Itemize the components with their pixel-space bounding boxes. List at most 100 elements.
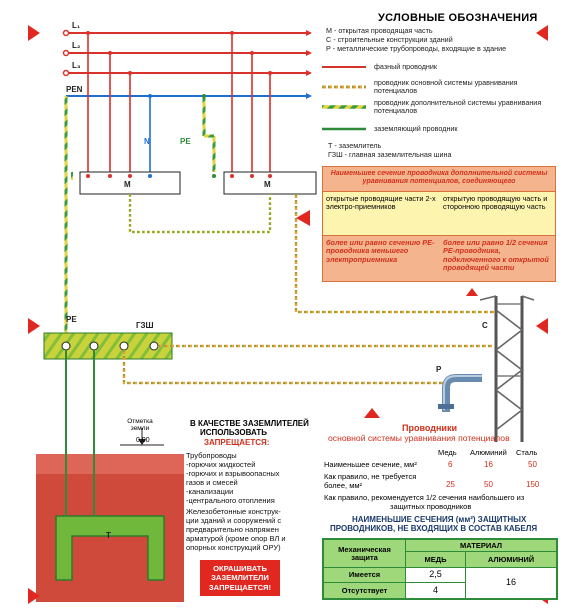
node-m1-n: [148, 94, 152, 98]
prohibited-item: арматурой (кроме опор ВЛ и: [186, 534, 286, 543]
section-table-header: Наименьшее сечение проводника дополнител…: [322, 166, 556, 192]
prohibited-item: ции зданий и сооружений с: [186, 516, 282, 525]
prohibited-title-3: ЗАПРЕЩАЕТСЯ:: [204, 438, 270, 447]
pen-label: PEN: [66, 85, 83, 94]
metal-pipe: [442, 374, 482, 412]
grounding-electrode: [55, 515, 165, 581]
section-cell-2: открытую проводящую часть и сторонною пр…: [440, 192, 556, 236]
row2-steel: 150: [526, 480, 540, 489]
legend-def-gzsh: ГЗШ - главная заземлительная шина: [328, 150, 452, 159]
paint-warning-text: ОКРАШИВАТЬ ЗАЗЕМЛИТЕЛИ ЗАПРЕЩАЕТСЯ!: [208, 564, 272, 592]
legend-item-add-eq: проводник дополнительной системы уравнив…: [374, 98, 542, 115]
prohibited-item: -горючих и взрывоопасных: [186, 469, 280, 478]
n-label: N: [144, 137, 150, 146]
red-arrow-3: [536, 25, 548, 41]
col-header-aluminum: АЛЮМИНИЙ: [466, 552, 556, 568]
col-copper: Медь: [438, 448, 457, 457]
legend-item-phase: фазный проводник: [374, 62, 438, 71]
prohibited-title-2: ИСПОЛЬЗОВАТЬ: [200, 428, 267, 437]
node-m2-2: [250, 51, 254, 55]
pipe-p-label: P: [436, 365, 442, 374]
node-m2-3: [268, 71, 272, 75]
prohibited-item: -центрального отопления: [186, 496, 275, 505]
motor-label-m2: M: [264, 180, 271, 189]
row2-aluminum: 50: [484, 480, 493, 489]
earth-ground-fade: [36, 454, 184, 474]
node-m2-1: [230, 31, 234, 35]
legend-def-c: С - строительные конструкции зданий: [326, 35, 453, 44]
section-cell-4: более или равно 1/2 сечения PE-проводник…: [440, 236, 556, 282]
col-header-copper: МЕДЬ: [406, 552, 466, 568]
legend-def-t: Т - заземлитель: [328, 141, 382, 150]
add-equalizing-conductor: [128, 194, 272, 234]
m2-term-pe: [212, 174, 216, 178]
row1-steel: 50: [528, 460, 537, 469]
phase-terminal-l1: [62, 29, 70, 37]
pen-arrow: [306, 93, 312, 99]
m1-term-2: [108, 174, 112, 178]
aluminum-value: 16: [466, 568, 556, 598]
phase-arrow-l1: [306, 30, 312, 36]
prohibited-item: -канализации: [186, 487, 234, 496]
row2-copper: 25: [446, 480, 455, 489]
pe-label-upper: PE: [180, 137, 191, 146]
bus-terminal-1: [61, 341, 71, 351]
bus-terminal-2: [89, 341, 99, 351]
legend-def-m: М - открытая проводящая часть: [326, 26, 433, 35]
node-m1-3: [128, 71, 132, 75]
ground-mark-label: Отметка земли: [127, 418, 153, 433]
bus-terminal-4: [149, 341, 159, 351]
col-header-protection: Механическая защита: [324, 540, 406, 568]
row-label-absent: Отсутствует: [324, 583, 406, 598]
electrode-t-label: T: [106, 531, 111, 540]
motor-label-m1: M: [124, 180, 131, 189]
protective-title-2: ПРОВОДНИКОВ, НЕ ВХОДЯЩИХ В СОСТАВ КАБЕЛЯ: [330, 524, 538, 533]
phase-arrow-l2: [306, 50, 312, 56]
ground-mark-value: 0,00: [136, 437, 150, 444]
m1-term-1: [86, 174, 90, 178]
bus-to-pipe: [122, 350, 450, 385]
red-arrow-4: [296, 210, 310, 226]
node-m1-1: [86, 31, 90, 35]
gzsh-label: ГЗШ: [136, 321, 154, 330]
row1-aluminum: 16: [484, 460, 493, 469]
conductors-note-2: защитных проводников: [390, 502, 472, 511]
prohibited-item: газов и смесей: [186, 478, 238, 487]
bus-to-pipe-inner: [123, 350, 450, 384]
row2-label-2: более, мм²: [324, 481, 362, 490]
bus-terminal-3: [119, 341, 129, 351]
red-arrow-8: [28, 588, 40, 604]
m2-term-2: [250, 174, 254, 178]
section-cell-1: открытые проводящие части 2-х электро-пр…: [322, 192, 440, 236]
col-steel: Сталь: [516, 448, 538, 457]
prohibited-item: Железобетонные конструк-: [186, 507, 281, 516]
red-arrow-7: [536, 318, 548, 334]
conductors-title-2: основной системы уравнивания потенциалов: [328, 433, 510, 443]
prohibited-title-1: В КАЧЕСТВЕ ЗАЗЕМЛИТЕЛЕЙ: [190, 419, 309, 428]
phase-terminal-l3: [62, 69, 70, 77]
col-header-material: МАТЕРИАЛ: [406, 540, 556, 552]
row1-label: Наименьшее сечение, мм²: [324, 460, 417, 469]
prohibited-item: опорных конструкций ОРУ): [186, 543, 281, 552]
pipe-flange: [438, 404, 454, 409]
node-m1-2: [108, 51, 112, 55]
protective-table: Механическая защита МАТЕРИАЛ МЕДЬ АЛЮМИН…: [322, 538, 558, 600]
protective-title-1: НАИМЕНЬШИЕ СЕЧЕНИЯ (мм²) ЗАЩИТНЫХ: [352, 515, 527, 524]
row-label-present: Имеется: [324, 568, 406, 583]
row2-label-1: Как правило, не требуется: [324, 472, 417, 481]
legend-item-main-eq: проводник основной системы уравнивания п…: [374, 78, 518, 95]
pe-label-lower: PE: [66, 315, 77, 324]
node-pe-m2: [202, 94, 206, 98]
section-table-header-text: Наименьшее сечение проводника дополнител…: [330, 170, 548, 186]
col-aluminum: Алюминий: [470, 448, 507, 457]
main-eq-conductor-c: [294, 194, 494, 314]
prohibited-item: -горючих жидкостей: [186, 460, 256, 469]
section-cell-3: более или равно сечению PE-проводника ме…: [322, 236, 440, 282]
paint-warning-box: ОКРАШИВАТЬ ЗАЗЕМЛИТЕЛИ ЗАПРЕЩАЕТСЯ!: [200, 560, 280, 596]
row1-copper: 6: [448, 460, 453, 469]
m2-term-3: [268, 174, 272, 178]
red-arrow-1: [28, 25, 40, 41]
m1-term-n: [148, 174, 152, 178]
row-present-copper: 2,5: [406, 568, 466, 583]
